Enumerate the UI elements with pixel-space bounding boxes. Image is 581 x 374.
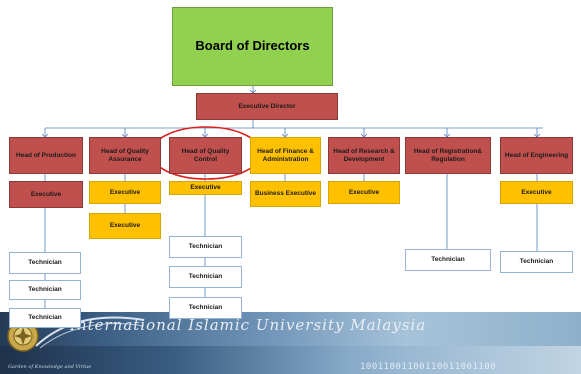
- engineering-executive-box: Executive: [500, 181, 573, 204]
- executive-director-box: Executive Director: [196, 93, 338, 120]
- qc-technician-box-2: Technician: [169, 266, 242, 288]
- footer-band: [0, 346, 581, 374]
- qc-technician-box-3: Technician: [169, 297, 242, 319]
- engineering-technician-label: Technician: [519, 258, 554, 266]
- board-label: Board of Directors: [195, 38, 310, 54]
- head-engineering-label: Head of Engineering: [504, 151, 569, 159]
- production-technician-label-1: Technician: [28, 259, 62, 267]
- executive-director-label: Executive Director: [238, 102, 296, 110]
- rd-executive-box: Executive: [328, 181, 400, 204]
- binary-decoration: 10011001100110011001100: [360, 362, 497, 372]
- head-research-dev-label: Head of Research & Development: [333, 148, 395, 163]
- engineering-executive-label: Executive: [521, 188, 552, 196]
- head-registration-box: Head of Registration& Regulation: [405, 137, 491, 174]
- head-finance-admin-box: Head of Finance & Administration: [250, 137, 321, 174]
- production-executive-box: Executive: [9, 181, 83, 208]
- qc-technician-label-2: Technician: [188, 273, 223, 281]
- registration-technician-label: Technician: [431, 256, 465, 264]
- qa-executive-label-1: Executive: [109, 188, 141, 196]
- qa-executive-label-2: Executive: [109, 222, 141, 230]
- head-finance-admin-label: Head of Finance & Administration: [257, 148, 314, 163]
- production-technician-label-2: Technician: [28, 286, 62, 294]
- business-executive-box: Business Executive: [250, 181, 321, 207]
- production-technician-box-1: Technician: [9, 252, 81, 274]
- head-research-dev-box: Head of Research & Development: [328, 137, 400, 174]
- registration-technician-box: Technician: [405, 249, 491, 271]
- board-of-directors-box: Board of Directors: [172, 7, 333, 86]
- production-executive-label: Executive: [30, 190, 62, 198]
- qc-executive-label: Executive: [190, 184, 221, 192]
- head-quality-assurance-label: Head of Quality Assurance: [101, 148, 149, 163]
- head-quality-control-box: Head of Quality Control: [169, 137, 242, 174]
- qa-executive-box-2: Executive: [89, 213, 161, 239]
- head-quality-assurance-box: Head of Quality Assurance: [89, 137, 161, 174]
- university-footer-banner: International Islamic University Malaysi…: [0, 312, 581, 374]
- head-production-label: Head of Production: [16, 151, 76, 159]
- production-technician-label-3: Technician: [28, 314, 62, 322]
- qa-executive-box-1: Executive: [89, 181, 161, 204]
- business-executive-label: Business Executive: [254, 190, 317, 198]
- university-name: International Islamic University Malaysi…: [70, 316, 427, 334]
- qc-technician-box-1: Technician: [169, 236, 242, 258]
- university-motto: Garden of Knowledge and Virtue: [8, 364, 92, 370]
- qc-executive-box: Executive: [169, 181, 242, 195]
- production-technician-box-3: Technician: [9, 308, 81, 328]
- head-quality-control-label: Head of Quality Control: [181, 148, 230, 163]
- production-technician-box-2: Technician: [9, 280, 81, 300]
- swoosh-icon: [35, 316, 145, 349]
- engineering-technician-box: Technician: [500, 251, 573, 273]
- qc-technician-label-1: Technician: [188, 243, 223, 251]
- qc-technician-label-3: Technician: [188, 304, 223, 312]
- rd-executive-label: Executive: [348, 188, 380, 196]
- head-engineering-box: Head of Engineering: [500, 137, 573, 174]
- head-production-box: Head of Production: [9, 137, 83, 174]
- head-registration-label: Head of Registration& Regulation: [413, 148, 483, 163]
